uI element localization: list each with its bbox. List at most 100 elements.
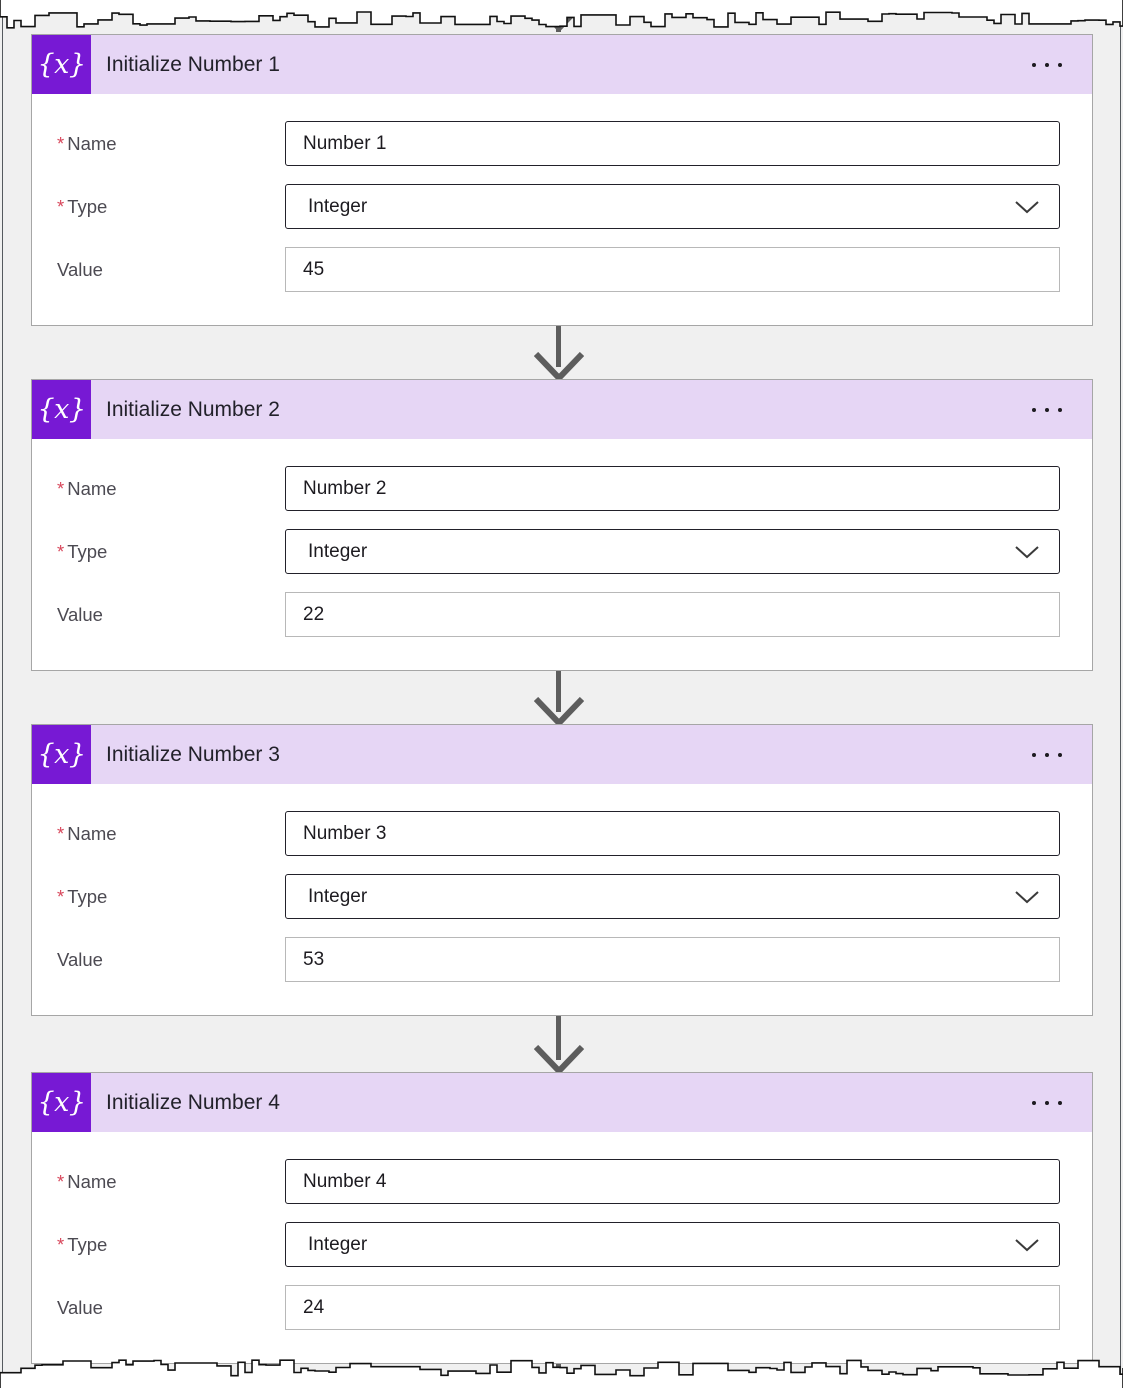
action-title: Initialize Number 2 <box>106 397 280 421</box>
more-options-icon[interactable] <box>1028 1095 1066 1111</box>
action-card-body: *Name Number 1 *Type Integer <box>32 94 1092 325</box>
label-text: Type <box>67 1233 108 1255</box>
arrow-down-icon <box>534 1045 584 1075</box>
name-input[interactable]: Number 3 <box>285 811 1060 856</box>
label-text: Type <box>67 195 108 217</box>
field-label-type: *Type <box>32 196 285 218</box>
required-marker: * <box>57 1170 65 1192</box>
action-card-initialize-number-4[interactable]: {x} Initialize Number 4 *Name Number 4 <box>31 1072 1093 1364</box>
type-select[interactable]: Integer <box>285 874 1060 919</box>
field-label-name: *Name <box>32 1171 285 1193</box>
field-label-type: *Type <box>32 1234 285 1256</box>
field-row-name: *Name Number 3 <box>32 802 1092 865</box>
required-marker: * <box>57 885 65 907</box>
field-label-type: *Type <box>32 541 285 563</box>
type-select[interactable]: Integer <box>285 529 1060 574</box>
value-input[interactable]: 45 <box>285 247 1060 292</box>
variable-braces-icon: {x} <box>32 725 91 784</box>
required-marker: * <box>57 132 65 154</box>
variable-braces-icon: {x} <box>32 35 91 94</box>
field-label-value: Value <box>32 949 285 971</box>
field-control-type: Integer <box>285 184 1060 229</box>
field-label-type: *Type <box>32 886 285 908</box>
page-border-right <box>1120 0 1121 1388</box>
connector-line <box>556 305 561 367</box>
more-options-icon[interactable] <box>1028 402 1066 418</box>
arrow-down-icon-top <box>534 2 584 32</box>
connector-line <box>556 1000 561 1060</box>
variable-braces-icon: {x} <box>32 380 91 439</box>
field-label-name: *Name <box>32 823 285 845</box>
value-input[interactable]: 24 <box>285 1285 1060 1330</box>
required-marker: * <box>57 540 65 562</box>
label-text: Value <box>57 258 103 280</box>
name-input[interactable]: Number 4 <box>285 1159 1060 1204</box>
value-input[interactable]: 53 <box>285 937 1060 982</box>
action-card-initialize-number-3[interactable]: {x} Initialize Number 3 *Name Number 3 <box>31 724 1093 1016</box>
action-card-body: *Name Number 3 *Type Integer <box>32 784 1092 1015</box>
more-options-icon[interactable] <box>1028 57 1066 73</box>
field-row-value: Value 45 <box>32 238 1092 301</box>
label-text: Value <box>57 948 103 970</box>
action-card-header[interactable]: {x} Initialize Number 2 <box>32 380 1092 439</box>
action-title: Initialize Number 4 <box>106 1090 280 1114</box>
field-control-type: Integer <box>285 529 1060 574</box>
action-card-header[interactable]: {x} Initialize Number 1 <box>32 35 1092 94</box>
arrow-down-icon <box>534 697 584 727</box>
label-text: Name <box>67 822 117 844</box>
field-control-name: Number 1 <box>285 121 1060 166</box>
field-row-type: *Type Integer <box>32 1213 1092 1276</box>
label-text: Type <box>67 540 108 562</box>
field-row-value: Value 22 <box>32 583 1092 646</box>
name-input[interactable]: Number 2 <box>285 466 1060 511</box>
type-select[interactable]: Integer <box>285 184 1060 229</box>
label-text: Value <box>57 1296 103 1318</box>
arrow-down-icon <box>534 352 584 382</box>
field-control-value: 45 <box>285 247 1060 292</box>
field-row-type: *Type Integer <box>32 175 1092 238</box>
field-label-name: *Name <box>32 133 285 155</box>
required-marker: * <box>57 822 65 844</box>
more-options-icon[interactable] <box>1028 747 1066 763</box>
action-card-initialize-number-2[interactable]: {x} Initialize Number 2 *Name Number 2 <box>31 379 1093 671</box>
label-text: Name <box>67 1170 117 1192</box>
variable-braces-icon: {x} <box>32 1073 91 1132</box>
field-control-name: Number 4 <box>285 1159 1060 1204</box>
action-title: Initialize Number 3 <box>106 742 280 766</box>
page-border-left <box>2 0 3 1388</box>
field-control-type: Integer <box>285 1222 1060 1267</box>
field-row-type: *Type Integer <box>32 520 1092 583</box>
field-row-value: Value 53 <box>32 928 1092 991</box>
field-label-name: *Name <box>32 478 285 500</box>
required-marker: * <box>57 477 65 499</box>
required-marker: * <box>57 1233 65 1255</box>
required-marker: * <box>57 195 65 217</box>
action-card-body: *Name Number 2 *Type Integer <box>32 439 1092 670</box>
label-text: Name <box>67 477 117 499</box>
field-row-type: *Type Integer <box>32 865 1092 928</box>
field-control-value: 53 <box>285 937 1060 982</box>
field-label-value: Value <box>32 1297 285 1319</box>
field-row-name: *Name Number 4 <box>32 1150 1092 1213</box>
action-card-initialize-number-1[interactable]: {x} Initialize Number 1 *Name Number 1 <box>31 34 1093 326</box>
name-input[interactable]: Number 1 <box>285 121 1060 166</box>
type-select[interactable]: Integer <box>285 1222 1060 1267</box>
field-row-name: *Name Number 1 <box>32 112 1092 175</box>
field-control-name: Number 2 <box>285 466 1060 511</box>
field-control-value: 24 <box>285 1285 1060 1330</box>
label-text: Value <box>57 603 103 625</box>
field-row-value: Value 24 <box>32 1276 1092 1339</box>
action-card-header[interactable]: {x} Initialize Number 4 <box>32 1073 1092 1132</box>
action-title: Initialize Number 1 <box>106 52 280 76</box>
field-label-value: Value <box>32 604 285 626</box>
value-input[interactable]: 22 <box>285 592 1060 637</box>
label-text: Name <box>67 132 117 154</box>
field-label-value: Value <box>32 259 285 281</box>
field-control-type: Integer <box>285 874 1060 919</box>
action-card-body: *Name Number 4 *Type Integer <box>32 1132 1092 1363</box>
action-card-header[interactable]: {x} Initialize Number 3 <box>32 725 1092 784</box>
field-row-name: *Name Number 2 <box>32 457 1092 520</box>
field-control-value: 22 <box>285 592 1060 637</box>
